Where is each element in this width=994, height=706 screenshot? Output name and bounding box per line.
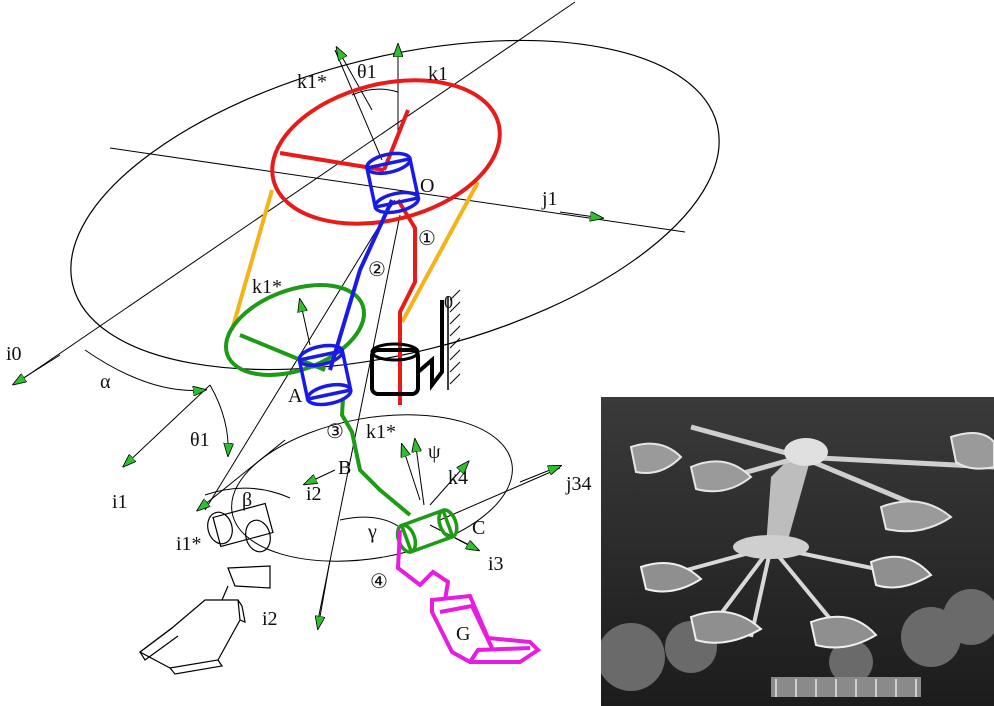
label-O: O xyxy=(420,175,434,197)
axis-long-i2 xyxy=(317,214,401,621)
label-beta: β xyxy=(242,489,252,511)
label-k1star-top: k1* xyxy=(297,71,327,93)
k1star-top-arrow xyxy=(337,48,373,111)
label-n3: ③ xyxy=(326,421,344,443)
blue-arm-2 xyxy=(328,199,394,371)
strut-left xyxy=(230,189,274,331)
label-n0: 0 xyxy=(444,292,453,312)
label-n4: ④ xyxy=(370,571,388,593)
cylinder-O xyxy=(364,151,421,215)
k1star-mid-arrow xyxy=(300,300,311,346)
label-B: B xyxy=(338,457,351,479)
axis-j1-line xyxy=(109,147,686,233)
label-k1-top: k1 xyxy=(428,63,448,85)
theta1-top-arc xyxy=(351,88,399,96)
label-i3: i3 xyxy=(488,553,504,575)
label-C: C xyxy=(472,517,485,539)
label-n2: ② xyxy=(368,259,386,281)
cylinder-C xyxy=(395,508,459,554)
label-G: G xyxy=(456,623,470,645)
label-i2-lower: i2 xyxy=(262,608,278,630)
axis-j34-line xyxy=(439,467,561,521)
label-j34: j34 xyxy=(565,473,592,495)
alpha-arc xyxy=(84,349,205,391)
j34-arrow xyxy=(519,466,560,483)
label-i2-upper: i2 xyxy=(306,483,322,505)
theta1-left-arc xyxy=(209,384,228,455)
label-n1: ① xyxy=(418,228,436,250)
label-A: A xyxy=(288,385,303,407)
k4-arrow xyxy=(429,462,468,506)
green-ring xyxy=(223,283,367,377)
label-i1star: i1* xyxy=(176,533,202,555)
label-i0: i0 xyxy=(6,343,22,365)
axis-i0-line xyxy=(17,1,576,383)
k1star-low-arrow xyxy=(402,445,421,501)
red-top-ring xyxy=(270,78,502,226)
outline-seat-left xyxy=(138,502,274,675)
psi-arrow xyxy=(415,440,425,506)
label-gamma: γ xyxy=(367,521,377,543)
i1-arrow xyxy=(124,384,211,466)
strut-right xyxy=(400,181,480,323)
ride-photo-art xyxy=(601,397,994,706)
magenta-arm-4 xyxy=(395,529,451,601)
j1-arrow xyxy=(559,212,602,218)
i2-upper-arrow xyxy=(305,469,336,484)
green-arm-3 xyxy=(339,397,412,517)
label-j1: j1 xyxy=(541,188,558,210)
label-alpha: α xyxy=(100,371,111,393)
red-spoke-2 xyxy=(382,109,410,171)
ride-photo xyxy=(601,397,994,706)
label-k4: k4 xyxy=(448,467,468,489)
base-ellipse xyxy=(70,39,720,371)
axis-k1star-line xyxy=(334,49,383,161)
label-i1: i1 xyxy=(112,491,128,513)
label-k1star-low: k1* xyxy=(366,421,396,443)
label-psi: ψ xyxy=(428,441,441,463)
label-k1star-mid: k1* xyxy=(252,276,282,298)
i3-arrow xyxy=(454,537,478,550)
i2-lower-arrow xyxy=(318,559,331,628)
label-theta1-top: θ1 xyxy=(357,61,377,83)
i1star-arrow xyxy=(198,439,286,510)
gamma-arc xyxy=(339,516,399,527)
beta-arc xyxy=(204,487,291,499)
label-theta1-left: θ1 xyxy=(190,429,210,451)
ground-support xyxy=(370,289,461,396)
seat-G xyxy=(430,593,542,664)
i0-arrow xyxy=(14,354,61,384)
cylinder-A xyxy=(297,343,353,407)
